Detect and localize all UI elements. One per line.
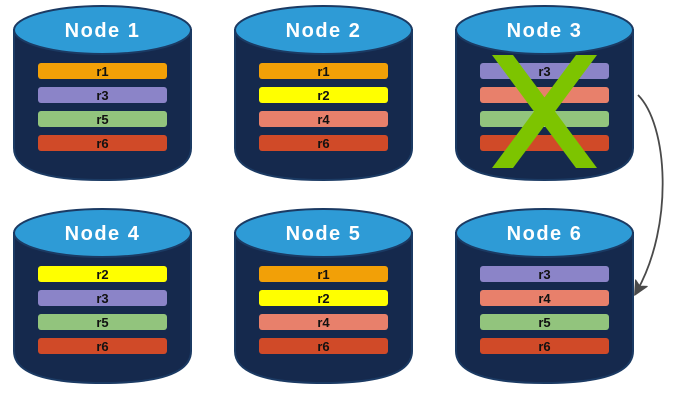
node-2[interactable]: Node 2 r1 r2 r4 r6 [234, 5, 413, 182]
record-label: r3 [538, 64, 550, 79]
record-bar[interactable] [259, 135, 388, 151]
node-2-label: Node 2 [286, 20, 362, 42]
node-failure-x-icon [492, 55, 597, 168]
record-bar[interactable] [259, 338, 388, 354]
record-bar[interactable] [259, 314, 388, 330]
record-bar[interactable] [38, 290, 167, 306]
record-label: r5 [96, 315, 108, 330]
record-label: r2 [96, 267, 108, 282]
node-4[interactable]: Node 4 r2 r3 r5 r6 [13, 208, 192, 385]
record-label: r3 [538, 267, 550, 282]
record-bar[interactable] [38, 135, 167, 151]
record-bar[interactable] [259, 63, 388, 79]
record-label: r1 [317, 64, 329, 79]
node-3-label: Node 3 [507, 20, 583, 42]
record-label: r6 [96, 136, 108, 151]
record-label: r5 [538, 315, 550, 330]
node-5-records: r1 r2 r4 r6 [259, 266, 388, 354]
record-label: r6 [317, 339, 329, 354]
node-3[interactable]: Node 3 r3 [455, 5, 634, 182]
node-2-records: r1 r2 r4 r6 [259, 63, 388, 151]
record-label: r1 [317, 267, 329, 282]
cylinder-top [13, 5, 192, 55]
node-5[interactable]: Node 5 r1 r2 r4 r6 [234, 208, 413, 385]
record-bar[interactable] [38, 87, 167, 103]
node-4-records: r2 r3 r5 r6 [38, 266, 167, 354]
node-6-label: Node 6 [507, 223, 583, 245]
record-bar[interactable] [38, 266, 167, 282]
record-bar[interactable] [259, 290, 388, 306]
record-label: r3 [96, 291, 108, 306]
node-5-label: Node 5 [286, 223, 362, 245]
record-label: r5 [96, 112, 108, 127]
node-1-label: Node 1 [65, 20, 141, 42]
cylinder-top [13, 208, 192, 258]
record-bar[interactable] [259, 87, 388, 103]
record-bar[interactable] [38, 63, 167, 79]
cylinder-top [455, 5, 634, 55]
node-6[interactable]: Node 6 r3 r4 r5 r6 [455, 208, 634, 385]
record-bar[interactable] [38, 314, 167, 330]
record-label: r6 [96, 339, 108, 354]
record-bar[interactable] [259, 266, 388, 282]
recovery-arrow [634, 94, 664, 296]
record-label: r6 [538, 339, 550, 354]
record-label: r6 [317, 136, 329, 151]
record-bar[interactable] [38, 338, 167, 354]
node-6-records: r3 r4 r5 r6 [480, 266, 609, 354]
node-1-records: r1 r3 r5 r6 [38, 63, 167, 151]
record-bar[interactable] [480, 87, 609, 103]
record-label: r4 [317, 112, 330, 127]
node-4-label: Node 4 [65, 223, 141, 245]
record-bar[interactable] [259, 111, 388, 127]
record-bar[interactable] [480, 314, 609, 330]
cylinder-top [455, 208, 634, 258]
record-bar[interactable] [480, 266, 609, 282]
record-label: r4 [538, 291, 551, 306]
record-bar[interactable] [480, 135, 609, 151]
node-1[interactable]: Node 1 r1 r3 r5 r6 [13, 5, 192, 182]
record-label: r2 [317, 88, 329, 103]
record-label: r2 [317, 291, 329, 306]
record-label: r3 [96, 88, 108, 103]
record-bar[interactable] [38, 111, 167, 127]
cylinder-top [234, 208, 413, 258]
record-bar[interactable] [480, 290, 609, 306]
record-label: r1 [96, 64, 108, 79]
record-label: r4 [317, 315, 330, 330]
record-bar[interactable] [480, 338, 609, 354]
cylinder-top [234, 5, 413, 55]
